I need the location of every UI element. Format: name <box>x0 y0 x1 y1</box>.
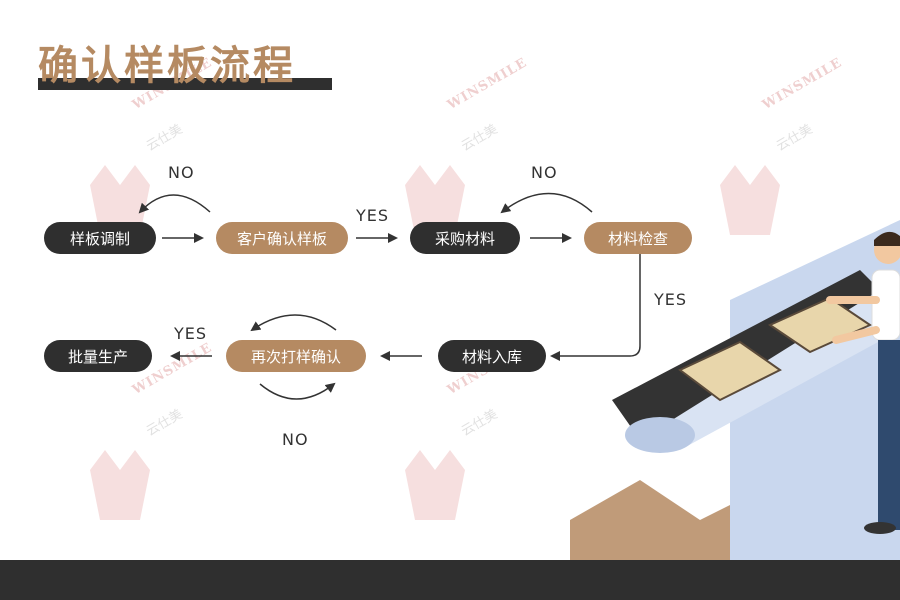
page-title: 确认样板流程 <box>38 43 296 89</box>
title-underline <box>38 78 332 90</box>
node-material-inspection: 材料检查 <box>584 222 692 254</box>
arrow-inspection-to-storage <box>550 254 641 361</box>
node-reproof-confirm: 再次打样确认 <box>226 340 366 372</box>
watermark: WINSMILE 云仕美 <box>395 340 565 535</box>
crown-logo-icon <box>90 165 150 235</box>
node-material-storage: 材料入库 <box>438 340 546 372</box>
loop-no-arrow <box>500 192 593 214</box>
node-material-purchase: 采购材料 <box>410 222 520 254</box>
watermark: WINSMILE 云仕美 <box>80 55 250 250</box>
crown-logo-icon <box>720 165 780 235</box>
label-yes: YES <box>356 206 390 225</box>
loop-top-arrow <box>250 314 337 332</box>
label-no: NO <box>531 163 558 182</box>
node-sample-blending: 样板调制 <box>44 222 156 254</box>
node-customer-confirm: 客户确认样板 <box>216 222 348 254</box>
crown-logo-icon <box>405 450 465 520</box>
watermark: WINSMILE 云仕美 <box>80 340 250 535</box>
page-title-block: 确认样板流程 <box>38 43 332 94</box>
footer-bar <box>0 560 900 600</box>
crown-logo-icon <box>90 450 150 520</box>
loop-bottom-arrow <box>259 382 336 400</box>
loop-no-arrow <box>138 194 211 214</box>
watermark: WINSMILE 云仕美 <box>710 55 880 250</box>
label-yes: YES <box>174 324 208 343</box>
label-no: NO <box>168 163 195 182</box>
crown-logo-icon <box>405 165 465 235</box>
label-yes: YES <box>654 290 688 309</box>
watermark: WINSMILE 云仕美 <box>395 55 565 250</box>
label-no: NO <box>282 430 309 449</box>
node-mass-production: 批量生产 <box>44 340 152 372</box>
